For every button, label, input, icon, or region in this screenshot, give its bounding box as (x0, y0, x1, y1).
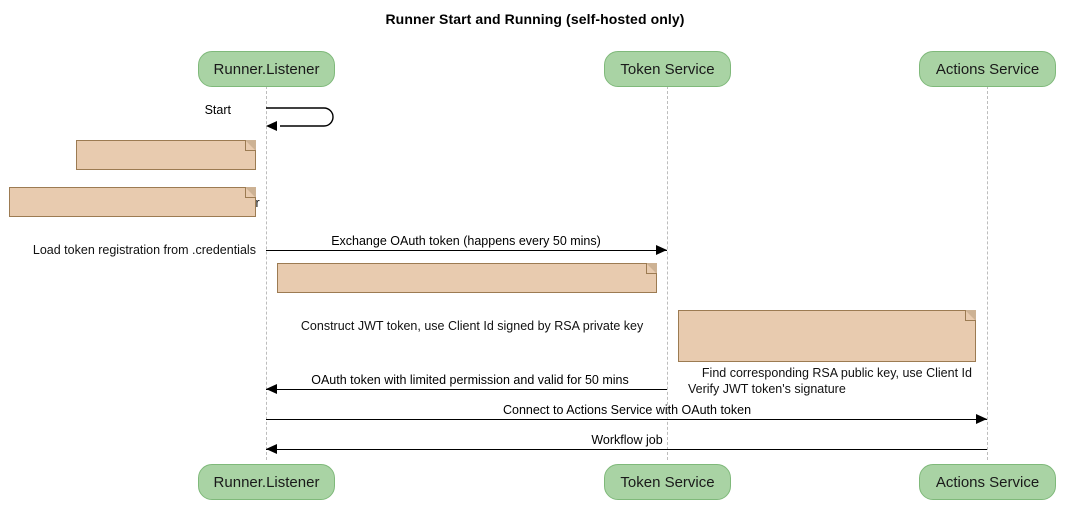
note-construct-jwt: Construct JWT token, use Client Id signe… (277, 263, 657, 333)
arrowhead-connect-actions (976, 414, 987, 424)
arrowhead-workflow-job (266, 444, 277, 454)
message-label-connect-actions: Connect to Actions Service with OAuth to… (502, 403, 752, 417)
message-line-workflow-job[interactable] (266, 449, 987, 450)
participant-actions-bottom[interactable]: Actions Service (919, 464, 1056, 500)
participant-actions-bottom-label: Actions Service (935, 473, 1040, 491)
note-load-token-text: Load token registration from .credential… (32, 243, 256, 257)
note-fold-icon (245, 187, 256, 198)
message-line-oauth-return[interactable] (266, 389, 667, 390)
participant-token-top[interactable]: Token Service (604, 51, 731, 87)
note-verify-jwt-text: Find corresponding RSA public key, use C… (688, 366, 972, 396)
participant-runner-top-label: Runner.Listener (213, 60, 320, 78)
message-line-connect-actions[interactable] (266, 419, 987, 420)
participant-runner-bottom-label: Runner.Listener (213, 473, 320, 491)
diagram-title: Runner Start and Running (self-hosted on… (385, 11, 685, 27)
participant-actions-top-label: Actions Service (935, 60, 1040, 78)
participant-runner-bottom[interactable]: Runner.Listener (198, 464, 335, 500)
note-construct-jwt-text: Construct JWT token, use Client Id signe… (300, 319, 644, 333)
note-fold-icon (646, 263, 657, 274)
participant-token-bottom-label: Token Service (620, 473, 715, 491)
participant-token-top-label: Token Service (620, 60, 715, 78)
message-line-exchange-oauth[interactable] (266, 250, 667, 251)
note-verify-jwt: Find corresponding RSA public key, use C… (678, 310, 976, 396)
participant-runner-top[interactable]: Runner.Listener (198, 51, 335, 87)
note-fold-edge-icon (965, 310, 976, 321)
arrowhead-exchange-oauth (656, 245, 667, 255)
lifeline-actions (987, 86, 988, 460)
note-load-config: Load config info from .runner (76, 140, 260, 210)
arrowhead-oauth-return (266, 384, 277, 394)
message-label-workflow-job: Workflow job (591, 433, 663, 447)
note-fold-edge-icon (245, 187, 256, 198)
participant-token-bottom[interactable]: Token Service (604, 464, 731, 500)
note-load-token: Load token registration from .credential… (9, 187, 256, 257)
message-label-exchange-oauth: Exchange OAuth token (happens every 50 m… (331, 234, 601, 248)
message-label-oauth-return: OAuth token with limited permission and … (311, 373, 629, 387)
note-fold-icon (245, 140, 256, 151)
note-fold-icon (965, 310, 976, 321)
lifeline-runner (266, 86, 267, 460)
arrowhead-start (266, 121, 277, 131)
message-start-self-loop[interactable] (266, 103, 346, 131)
lifeline-token (667, 86, 668, 460)
note-fold-edge-icon (646, 263, 657, 274)
note-fold-edge-icon (245, 140, 256, 151)
message-label-start: Start (204, 103, 231, 117)
participant-actions-top[interactable]: Actions Service (919, 51, 1056, 87)
